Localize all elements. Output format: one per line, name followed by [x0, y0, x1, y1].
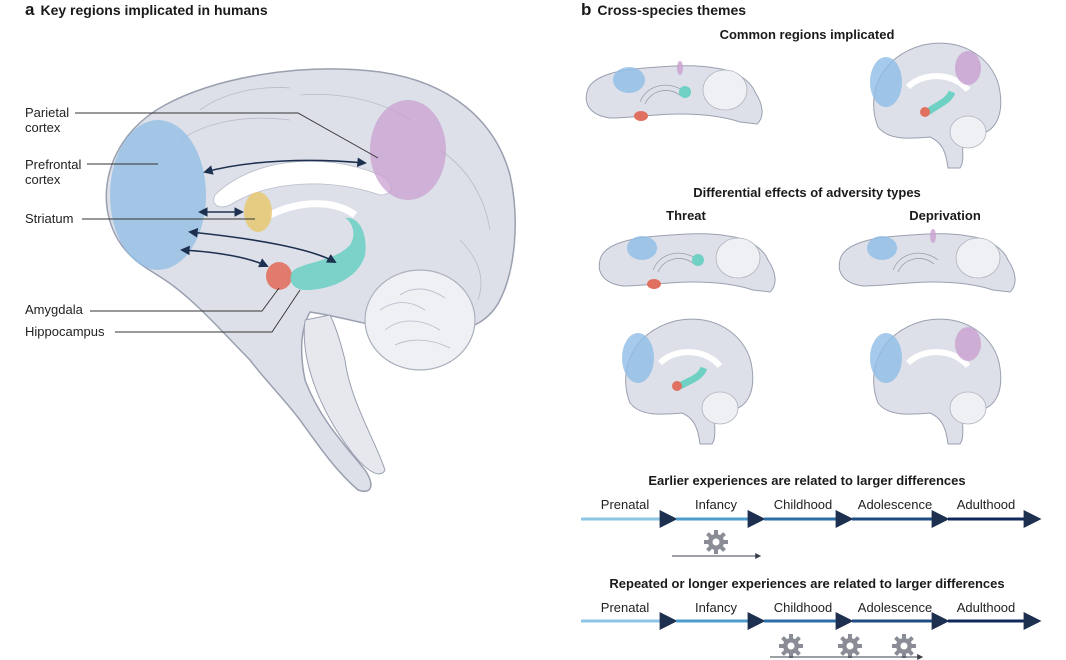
- prefrontal-region: [110, 120, 206, 270]
- common-mouse-brain: [585, 61, 763, 125]
- panel-b-title: b Cross-species themes: [581, 0, 746, 20]
- human-brain-diagram: [75, 68, 516, 492]
- panel-a-title: a Key regions implicated in humans: [25, 0, 268, 20]
- amygdala-region: [266, 262, 292, 290]
- deprivation-label: Deprivation: [909, 208, 981, 223]
- panel-b-letter: b: [581, 0, 592, 19]
- timeline-1-heading: Earlier experiences are related to large…: [648, 473, 966, 488]
- timeline-2-stage-childhood: Childhood: [773, 600, 833, 615]
- timeline-2-stage-infancy: Infancy: [695, 600, 737, 615]
- arrow-pfc-hippocampus: [188, 227, 337, 263]
- common-regions-heading: Common regions implicated: [719, 27, 895, 42]
- label-amygdala: Amygdala: [25, 302, 83, 317]
- gear-icon: [838, 634, 862, 658]
- gear-icon: [704, 530, 728, 554]
- hippocampus-region: [290, 217, 366, 290]
- deprivation-mouse-brain: [838, 229, 1016, 293]
- timeline-1-stage-adulthood: Adulthood: [956, 497, 1016, 512]
- striatum-region: [244, 192, 272, 232]
- timeline-1-stage-infancy: Infancy: [695, 497, 737, 512]
- arrow-pfc-amygdala: [180, 245, 269, 268]
- label-hippocampus: Hippocampus: [25, 324, 105, 339]
- label-prefrontal: Prefrontal cortex: [25, 157, 82, 187]
- gear-icon: [779, 634, 803, 658]
- label-parietal: Parietal cortex: [25, 105, 70, 135]
- cerebellum: [364, 269, 476, 371]
- differential-effects-heading: Differential effects of adversity types: [693, 185, 921, 200]
- threat-human-brain: [622, 319, 753, 444]
- gear-icon: [892, 634, 916, 658]
- timeline-2: [581, 612, 1042, 660]
- common-human-brain: [870, 43, 1001, 168]
- threat-label: Threat: [666, 208, 706, 223]
- label-striatum: Striatum: [25, 211, 74, 226]
- timeline-1-stage-prenatal: Prenatal: [600, 497, 650, 512]
- arrow-pfc-parietal: [203, 157, 367, 175]
- timeline-2-heading: Repeated or longer experiences are relat…: [609, 576, 1005, 591]
- threat-mouse-brain: [598, 233, 776, 293]
- panel-a-letter: a: [25, 0, 35, 19]
- timeline-1-stage-adolescence: Adolescence: [857, 497, 933, 512]
- panel-a-title-text: Key regions implicated in humans: [40, 2, 268, 18]
- deprivation-human-brain: [870, 319, 1001, 444]
- timeline-1-stage-childhood: Childhood: [773, 497, 833, 512]
- brainstem: [303, 314, 386, 475]
- parietal-region: [370, 100, 446, 200]
- timeline-2-stage-prenatal: Prenatal: [600, 600, 650, 615]
- panel-b-title-text: Cross-species themes: [597, 2, 747, 18]
- timeline-2-stage-adulthood: Adulthood: [956, 600, 1016, 615]
- timeline-1: [581, 510, 1042, 559]
- timeline-2-stage-adolescence: Adolescence: [857, 600, 933, 615]
